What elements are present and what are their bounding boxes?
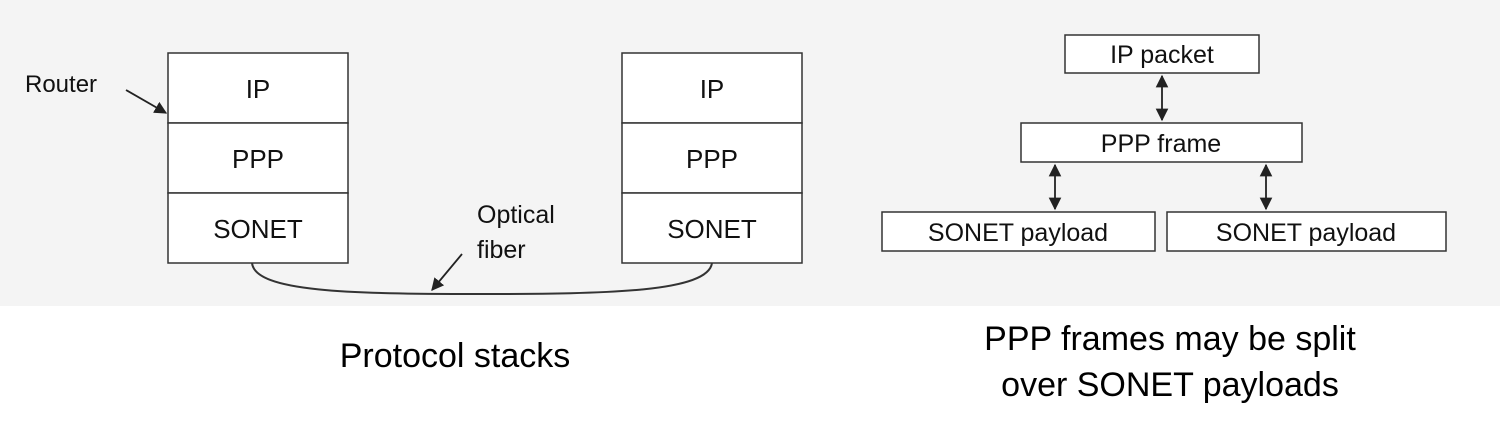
ppp-framing-caption: PPP frames may be split over SONET paylo… bbox=[890, 316, 1450, 408]
ppp-frame-box bbox=[1020, 122, 1303, 163]
right-stack-ip-label: IP bbox=[700, 74, 725, 104]
right-stack-ppp-label: PPP bbox=[686, 144, 738, 174]
optical-fiber-link bbox=[251, 262, 713, 296]
sonet-payload-label-2: SONET payload bbox=[1216, 219, 1396, 247]
right-protocol-stack: IP PPP SONET bbox=[621, 52, 803, 264]
protocol-stacks-caption: Protocol stacks bbox=[339, 337, 571, 375]
left-stack-ip-layer bbox=[167, 52, 349, 124]
optical-fiber-label-line1: Optical bbox=[477, 201, 555, 229]
sonet-payload-box-1 bbox=[881, 211, 1156, 252]
ppp-frame-label: PPP frame bbox=[1101, 130, 1221, 158]
left-protocol-stack: IP PPP SONET bbox=[167, 52, 349, 264]
ip-packet-label: IP packet bbox=[1110, 41, 1214, 69]
figure: IP PPP SONET IP PPP SONET Router Optical… bbox=[25, 34, 1447, 296]
left-stack-ppp-label: PPP bbox=[232, 144, 284, 174]
router-label: Router bbox=[25, 71, 97, 98]
router-pointer-arrow bbox=[125, 89, 168, 114]
optical-fiber-label-line2: fiber bbox=[477, 236, 526, 264]
left-stack-ip-label: IP bbox=[246, 74, 271, 104]
left-stack-sonet-label: SONET bbox=[213, 214, 303, 244]
ppp-framing-caption-line2: over SONET payloads bbox=[1001, 366, 1339, 404]
sonet-payload-label-1: SONET payload bbox=[928, 219, 1108, 247]
ppp-framing-diagram: IP packet PPP frame SONET payload SONET … bbox=[881, 34, 1447, 252]
ip-packet-box bbox=[1064, 34, 1260, 74]
ppp-framing-caption-line1: PPP frames may be split bbox=[984, 320, 1356, 358]
optical-fiber-pointer-arrow bbox=[431, 253, 463, 291]
left-stack-ppp-layer bbox=[167, 122, 349, 194]
right-stack-sonet-label: SONET bbox=[667, 214, 757, 244]
sonet-payload-box-2 bbox=[1166, 211, 1447, 252]
left-stack-sonet-layer bbox=[167, 192, 349, 264]
